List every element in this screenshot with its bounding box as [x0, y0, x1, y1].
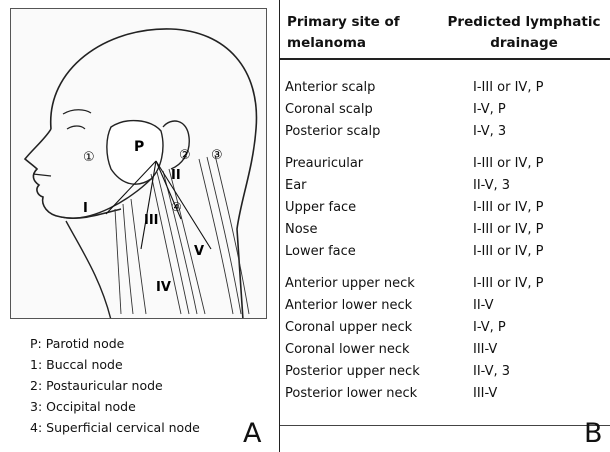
drainage-cell: I-III or IV, P [473, 244, 544, 259]
primary-site-cell: Posterior scalp [285, 124, 381, 139]
primary-site-cell: Coronal upper neck [285, 320, 413, 335]
table-row: Coronal upper neck I-V, P [272, 320, 610, 342]
panel-a: P ① ② ③ ④ I II III IV V P: Parotid node … [0, 0, 272, 452]
drainage-cell: I-V, P [473, 320, 506, 335]
drainage-cell: III-V [473, 386, 498, 401]
node-legend: P: Parotid node 1: Buccal node 2: Postau… [30, 333, 250, 438]
table-header-rule [280, 58, 610, 60]
header-primary-site: Primary site of melanoma [287, 14, 400, 51]
table-row: Nose I-III or IV, P [272, 222, 610, 244]
table-row: Preauricular I-III or IV, P [272, 156, 610, 178]
primary-site-cell: Posterior lower neck [285, 386, 418, 401]
legend-item: 4: Superficial cervical node [30, 420, 200, 435]
drainage-cell: I-III or IV, P [473, 200, 544, 215]
drainage-cell: I-III or IV, P [473, 156, 544, 171]
drainage-cell: I-III or IV, P [473, 80, 544, 95]
label-level-iii: III [144, 213, 159, 228]
head-outline [50, 28, 258, 318]
primary-site-cell: Coronal scalp [285, 102, 373, 117]
primary-site-cell: Lower face [285, 244, 356, 259]
table-row: Anterior upper neck I-III or IV, P [272, 276, 610, 298]
drainage-cell: I-III or IV, P [473, 276, 544, 291]
primary-site-cell: Anterior scalp [285, 80, 376, 95]
neck-muscles [114, 154, 250, 315]
table-row: Lower face I-III or IV, P [272, 244, 610, 266]
panel-divider [279, 0, 280, 452]
table-row: Anterior lower neck II-V [272, 298, 610, 320]
table-row: Upper face I-III or IV, P [272, 200, 610, 222]
table-row: Posterior upper neck II-V, 3 [272, 364, 610, 386]
table-row: Ear II-V, 3 [272, 178, 610, 200]
head-neck-illustration: P ① ② ③ ④ I II III IV V [10, 8, 267, 319]
primary-site-cell: Ear [285, 178, 307, 193]
primary-site-cell: Coronal lower neck [285, 342, 410, 357]
label-level-ii: II [171, 168, 181, 183]
table-row: Coronal scalp I-V, P [272, 102, 610, 124]
mouth [32, 173, 52, 177]
label-occipital: ③ [211, 148, 223, 163]
panel-b: Primary site of melanoma Predicted lymph… [272, 0, 610, 452]
label-postauricular: ② [179, 148, 191, 163]
label-level-i: I [83, 201, 88, 216]
label-level-v: V [194, 244, 204, 259]
legend-item: P: Parotid node [30, 336, 125, 351]
jaw-line [60, 178, 152, 219]
label-level-iv: IV [156, 280, 171, 295]
legend-item: 1: Buccal node [30, 357, 123, 372]
neck-front [65, 220, 112, 318]
drainage-cell: II-V, 3 [473, 178, 511, 193]
drainage-cell: III-V [473, 342, 498, 357]
drainage-cell: II-V [473, 298, 494, 313]
label-buccal: ① [83, 150, 95, 165]
primary-site-cell: Posterior upper neck [285, 364, 420, 379]
primary-site-cell: Anterior upper neck [285, 276, 415, 291]
table-row: Coronal lower neck III-V [272, 342, 610, 364]
ear [162, 120, 190, 170]
drainage-cell: I-III or IV, P [473, 222, 544, 237]
table-bottom-rule [280, 425, 610, 426]
primary-site-cell: Upper face [285, 200, 357, 215]
lymph-node-diagram: P ① ② ③ ④ I II III IV V [23, 28, 258, 318]
label-parotid: P [134, 139, 144, 155]
legend-item: 3: Occipital node [30, 399, 136, 414]
label-superficial-cervical: ④ [171, 200, 182, 214]
drainage-cell: II-V, 3 [473, 364, 511, 379]
table-row: Posterior scalp I-V, 3 [272, 124, 610, 146]
eye [66, 125, 86, 130]
lymphatic-lines [105, 160, 212, 250]
panel-label-b: B [584, 418, 603, 449]
panel-label-a: A [243, 418, 262, 449]
primary-site-cell: Preauricular [285, 156, 364, 171]
primary-site-cell: Anterior lower neck [285, 298, 413, 313]
brow [62, 109, 92, 115]
table-row: Posterior lower neck III-V [272, 386, 610, 408]
legend-item: 2: Postauricular node [30, 378, 163, 393]
drainage-cell: I-V, P [473, 102, 506, 117]
primary-site-cell: Nose [285, 222, 318, 237]
table-row: Anterior scalp I-III or IV, P [272, 80, 610, 102]
drainage-cell: I-V, 3 [473, 124, 507, 139]
header-predicted-drainage: Predicted lymphatic drainage [447, 14, 601, 51]
